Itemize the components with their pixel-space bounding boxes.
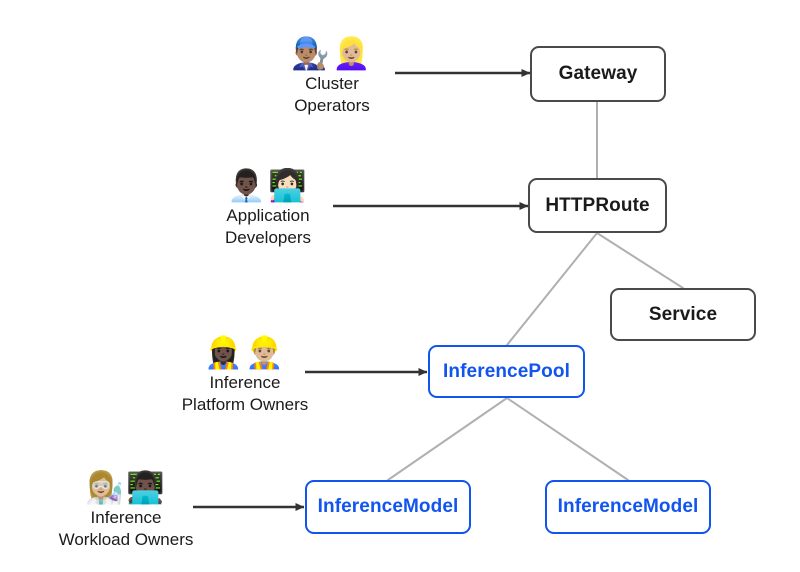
node-gateway[interactable]: Gateway <box>530 46 666 102</box>
edge-httproute-to-inferencepool <box>506 232 598 346</box>
node-label: Service <box>648 303 718 325</box>
woman-construction-worker-icon-and-man-construction-worker-icon: 👷🏿‍♀️👷🏼‍♂️ <box>204 335 286 371</box>
actor-label-line1: Application <box>226 206 310 225</box>
actor-label-line1: Cluster <box>305 74 359 93</box>
actor-label-line1: Inference <box>90 508 162 527</box>
actor-label-line2: Workload Owners <box>58 530 194 549</box>
node-service[interactable]: Service <box>610 288 756 341</box>
actor-label-line2: Developers <box>225 228 311 247</box>
actor-label-line2: Operators <box>294 96 370 115</box>
actor-label-line2: Platform Owners <box>181 395 309 414</box>
node-label: HTTPRoute <box>545 194 650 216</box>
man-mechanic-icon-and-woman-mechanic-icon: 👨🏽‍🔧👱🏼‍♀️ <box>291 36 373 72</box>
edge-httproute-to-service <box>596 232 684 289</box>
edge-inferencepool-to-model-right <box>506 397 629 481</box>
node-label: InferenceModel <box>557 496 699 517</box>
node-label: Gateway <box>558 63 638 84</box>
edge-inferencepool-to-model-left <box>387 397 508 481</box>
woman-scientist-icon-and-man-technologist-icon: 👩🏼‍🔬👨🏿‍💻 <box>85 470 167 506</box>
node-inferencepool[interactable]: InferencePool <box>428 345 585 398</box>
node-label: InferenceModel <box>317 496 459 517</box>
man-office-worker-icon-and-woman-technologist-icon: 👨🏿‍💼👩🏻‍💻 <box>227 168 309 204</box>
node-httproute[interactable]: HTTPRoute <box>528 178 667 233</box>
node-inferencemodel-right[interactable]: InferenceModel <box>545 480 711 534</box>
node-inferencemodel-left[interactable]: InferenceModel <box>305 480 471 534</box>
node-label: InferencePool <box>443 360 570 382</box>
actor-arrows <box>193 69 531 511</box>
actor-label-line1: Inference <box>209 373 281 392</box>
